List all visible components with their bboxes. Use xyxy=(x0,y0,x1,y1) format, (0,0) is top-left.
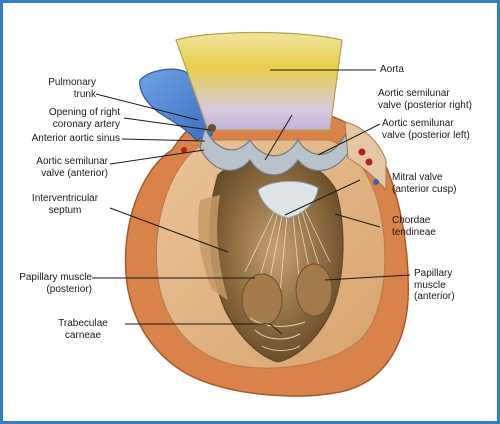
aorta xyxy=(175,31,343,131)
coronary-opening-red-2 xyxy=(365,158,373,166)
papillary-muscle-anterior xyxy=(295,263,333,317)
mitral-valve-cusp xyxy=(257,180,319,219)
leader-lines xyxy=(92,69,411,335)
right-coronary-vessel xyxy=(181,147,187,153)
label-aorta: Aorta xyxy=(380,64,404,75)
coronary-opening-blue xyxy=(373,179,379,185)
label-papillary-muscle-posterior: Papillary muscle(posterior) xyxy=(19,272,92,295)
coronary-opening-red-1 xyxy=(358,148,366,156)
papillary-muscle-posterior xyxy=(241,273,283,327)
posterior-wall xyxy=(344,121,387,192)
interventricular-septum xyxy=(198,195,228,300)
label-anterior-aortic-sinus: Anterior aortic sinus xyxy=(31,133,120,144)
trabeculae-carneae xyxy=(249,317,306,351)
label-mitral-valve: Mitral valve(anterior cusp) xyxy=(392,172,457,195)
right-coronary-opening xyxy=(208,124,216,132)
